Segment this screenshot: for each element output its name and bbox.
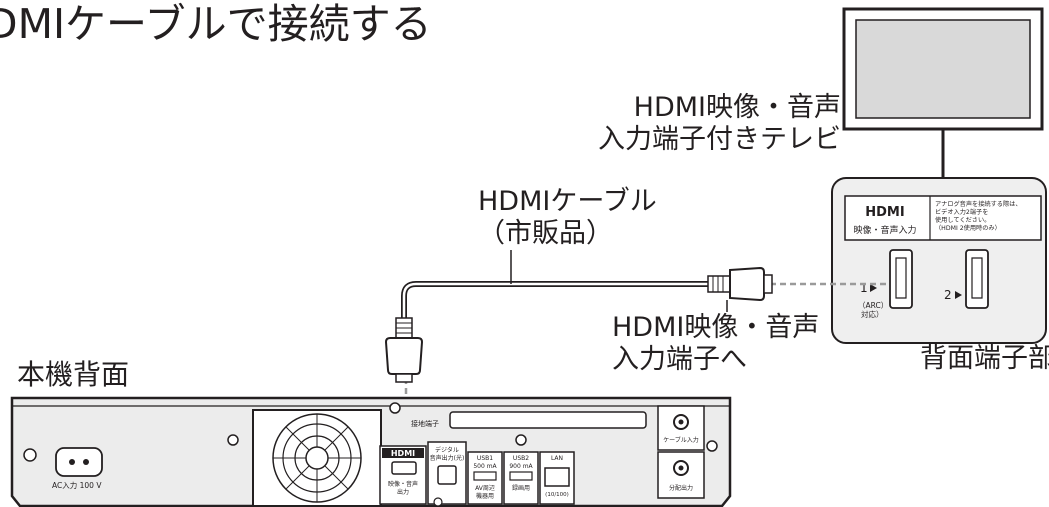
screw-icon <box>23 448 37 462</box>
tv-note-line-2: ビデオ入力2端子を <box>935 208 988 216</box>
device-hdmi-caption-2: 出力 <box>397 488 409 496</box>
tv-note-line-1: アナログ音声を接続する際は、 <box>935 200 1022 208</box>
hdmi-input-label: HDMI映像・音声 入力端子へ <box>612 312 819 376</box>
digital-audio-label-2: 音声出力(光) <box>430 454 465 462</box>
tv-hdmi-logo: HDMI <box>865 205 904 220</box>
tv-label: HDMI映像・音声 入力端子付きテレビ <box>598 92 841 156</box>
lan-speed: (10/100) <box>545 492 569 498</box>
device-hdmi-logo: HDMI <box>391 449 415 458</box>
rear-panel-plate <box>844 195 1042 241</box>
hdmi-input-label-line-1: HDMI映像・音声 <box>612 312 820 343</box>
ac-inlet <box>55 447 103 477</box>
ground-terminal-label: 接地端子 <box>411 419 439 428</box>
ac-input-label: AC入力 100 V <box>52 480 102 490</box>
tv-hdmi-caption: 映像・音声入力 <box>853 224 916 236</box>
hdmi-input-label-line-2: 入力端子へ <box>612 343 747 375</box>
tv-port-1-number: 1 <box>860 281 868 295</box>
usb1-use-2: 機器用 <box>476 492 494 500</box>
tv-rear-terminal-panel: HDMI 映像・音声入力 アナログ音声を接続する際は、 ビデオ入力2端子を 使用… <box>831 177 1047 344</box>
port-2-arrow-icon <box>955 291 962 299</box>
tv-screen <box>855 19 1031 119</box>
digital-audio-label-1: デジタル <box>435 446 459 454</box>
page-title: DMIケーブルで接続する <box>0 0 432 48</box>
device-rear-label: 本機背面 <box>17 358 130 391</box>
lan-label: LAN <box>551 455 563 462</box>
card-slot <box>449 411 647 429</box>
distribution-out-label: 分配出力 <box>669 484 693 492</box>
hdmi-plug-device-side <box>384 317 424 383</box>
tv-illustration <box>842 7 1044 178</box>
usb1-use-1: AV周辺 <box>475 485 495 492</box>
tv-port-1-arc: （ARC） <box>858 301 888 310</box>
usb1-current: 500 mA <box>473 463 497 470</box>
tv-label-line-1: HDMI映像・音声 <box>633 92 841 123</box>
tv-port-2-number: 2 <box>944 288 952 302</box>
device-rear-illustration: AC入力 100 V 接地端子 <box>10 396 732 507</box>
usb2-use: 録画用 <box>512 484 530 492</box>
tv-hdmi-port-2 <box>965 249 989 309</box>
tv-port-1-arc-sub: 対応） <box>861 309 884 319</box>
usb1-label: USB1 <box>477 455 493 462</box>
tv-label-line-2: 入力端子付きテレビ <box>598 123 841 155</box>
hdmi-plug-tv-side <box>707 266 773 302</box>
usb2-label: USB2 <box>513 455 529 462</box>
cable-input-label: ケーブル入力 <box>663 436 699 444</box>
tv-note-line-3: 使用してください。 <box>935 216 990 224</box>
cable-label-line-2: （市販品） <box>478 217 613 249</box>
rear-panel-label: 背面端子部 <box>920 343 1049 374</box>
cable-label-line-1: HDMIケーブル <box>478 186 657 217</box>
tv-hdmi-port-1 <box>889 249 913 309</box>
port-1-arrow-icon <box>870 284 877 292</box>
cable-label: HDMIケーブル （市販品） <box>478 186 657 250</box>
tv-note-line-4: （HDMI 2使用時のみ） <box>935 224 1001 232</box>
usb2-current: 900 mA <box>509 463 533 470</box>
device-hdmi-caption-1: 映像・音声 <box>388 480 418 488</box>
